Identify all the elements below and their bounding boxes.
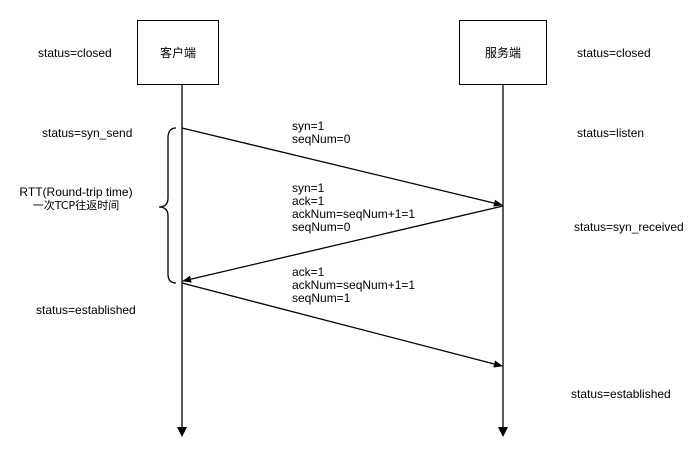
rtt-brace [158,127,177,284]
client-state-closed: status=closed [38,46,112,60]
server-actor-box: 服务端 [459,20,547,85]
server-state-syn-received: status=syn_received [574,220,684,234]
rtt-label-line2: 一次TCP往返时间 [32,199,120,212]
message-line: seqNum=0 [292,132,351,146]
syn-ack-message-label: syn=1 ack=1 ackNum=seqNum+1=1 seqNum=0 [292,182,415,234]
rtt-label-line1: RTT(Round-trip time) [19,185,133,199]
message-line: seqNum=0 [292,220,351,234]
message-line: syn=1 [292,181,325,195]
message-line: ack=1 [292,194,325,208]
client-lifeline-arrowhead [177,427,187,437]
client-state-syn-send: status=syn_send [42,126,133,140]
server-actor-label: 服务端 [484,46,521,60]
message-line: ackNum=seqNum+1=1 [292,207,416,221]
server-state-closed: status=closed [577,46,651,60]
message-line: ackNum=seqNum+1=1 [292,278,416,292]
client-state-established: status=established [36,303,136,317]
server-state-established: status=established [571,387,671,401]
client-actor-box: 客户端 [137,20,219,85]
syn-ack-arrow [182,205,504,283]
syn-message-label: syn=1 seqNum=0 [292,120,350,146]
message-line: syn=1 [292,119,325,133]
rtt-label: RTT(Round-trip time) 一次TCP往返时间 [19,185,133,213]
message-line: seqNum=1 [292,291,351,305]
syn-arrow [181,127,503,207]
ack-message-label: ack=1 ackNum=seqNum+1=1 seqNum=1 [292,266,415,305]
server-lifeline-arrowhead [498,427,508,437]
server-state-listen: status=listen [577,126,645,140]
message-line: ack=1 [292,265,325,279]
client-actor-label: 客户端 [159,46,196,60]
ack-arrow [181,282,503,368]
